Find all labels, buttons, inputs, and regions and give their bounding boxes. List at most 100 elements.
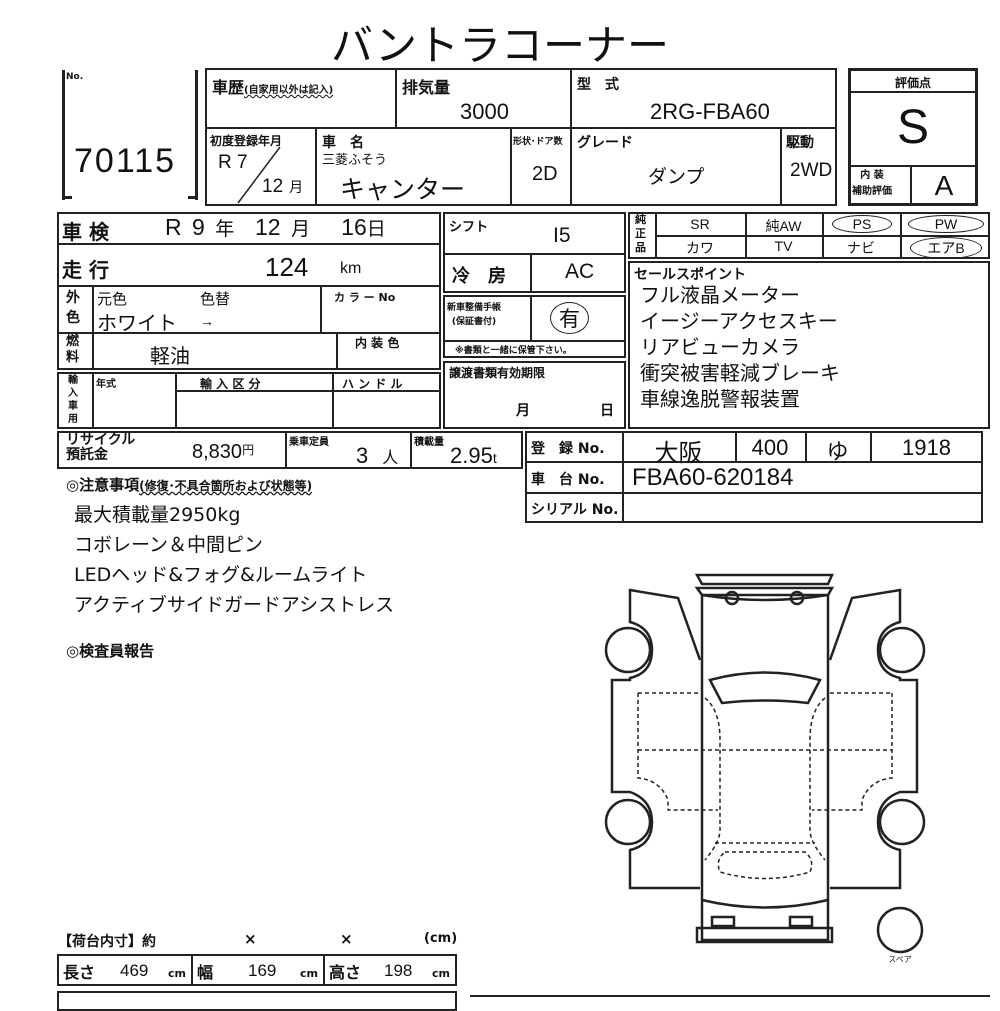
mileage-value: 124: [265, 252, 309, 282]
manual-label: 新車整備手帳 (保証書付): [447, 303, 502, 327]
import-year-label: 年式: [96, 379, 116, 390]
color-side-label: 外 色: [66, 290, 80, 326]
cargo-height-label: 高さ: [329, 963, 362, 982]
handle-label: ハ ン ド ル: [342, 377, 403, 391]
doors-label: 形状･ドア数: [513, 137, 563, 147]
registration-kana: ゆ: [826, 439, 849, 464]
manual-table: [443, 295, 626, 358]
sales-points-list: フル液晶メーター イージーアクセスキー リアビューカメラ 衝突被害軽減ブレーキ …: [640, 282, 840, 412]
cargo-x2: ×: [340, 930, 353, 948]
car-body-outline: [694, 573, 835, 944]
cargo-x1: ×: [244, 930, 257, 948]
sales-point: リアビューカメラ: [640, 335, 800, 359]
transfer-month: 月: [516, 403, 530, 419]
cargo-height-unit: cm: [432, 967, 450, 980]
spare-label: スペア: [888, 955, 911, 964]
vehicle-info-table: [205, 68, 837, 206]
cargo-width-label: 幅: [197, 963, 214, 982]
doors-value: 2D: [532, 163, 558, 185]
rating-label: 評価点: [894, 76, 931, 90]
transfer-label: 譲渡書類有効期限: [449, 366, 546, 380]
inspection-label: 車 検: [62, 220, 109, 244]
spare-tire: [876, 906, 924, 954]
registration-table: [525, 431, 983, 523]
rating-score: S: [896, 101, 929, 154]
displacement-label: 排気量: [402, 78, 451, 97]
displacement-value: 3000: [460, 99, 509, 124]
serial-label: シリアル No.: [531, 502, 619, 518]
color-arrow: →: [200, 313, 214, 329]
equip-airbag-circled: エアB: [910, 237, 982, 259]
note-item: コボレーン＆中間ピン: [74, 534, 264, 556]
sales-point: 衝突被害軽減ブレーキ: [640, 361, 840, 385]
cargo-unit-label: (cm): [424, 931, 458, 946]
recycle-label: リサイクル 預託金: [66, 432, 136, 463]
wheel-rear-right: [878, 798, 926, 846]
manual-note: ※書類と一緒に保管下さい。: [455, 346, 572, 356]
cargo-length-unit: cm: [168, 967, 186, 980]
wheel-front-right: [878, 626, 926, 674]
lot-no-label: No.: [66, 72, 84, 82]
equip-ps-circled: PS: [832, 215, 892, 233]
interior-rating-value: A: [934, 170, 954, 201]
cargo-height: 198: [384, 961, 413, 980]
capacity-label: 乗車定員: [289, 437, 329, 448]
wheel-rear-left: [604, 798, 652, 846]
car-maker: 三菱ふそう: [322, 152, 388, 167]
car-damage-diagram: スペア: [604, 573, 926, 964]
ac-value: AC: [565, 260, 595, 283]
mileage-label: 走 行: [62, 258, 109, 282]
drive-value: 2WD: [790, 160, 833, 181]
cargo-length-label: 長さ: [63, 963, 96, 982]
chassis-label: 車 台 No.: [531, 472, 605, 488]
notes-list: 最大積載量2950kg コボレーン＆中間ピン LEDヘッド&フォグ&ルームライト…: [74, 500, 394, 620]
color-no-label: カ ラ ー No: [334, 291, 396, 304]
inspector-report-label: ◎検査員報告: [66, 642, 155, 660]
load-value: 2.95t: [450, 443, 497, 468]
rating-box: [848, 68, 978, 206]
load-label: 積載量: [414, 437, 444, 448]
note-item: アクティブサイドガードアシストレス: [74, 594, 395, 616]
shift-ac-table: [443, 212, 626, 293]
grade-label: グレード: [577, 135, 633, 151]
lot-number: 70115: [74, 142, 177, 180]
note-item: LEDヘッド&フォグ&ルームライト: [74, 564, 368, 586]
sales-points-label: セールスポイント: [634, 267, 746, 283]
import-type-label: 輸 入 区 分: [200, 377, 261, 391]
wheel-front-left: [604, 626, 652, 674]
interior-color-label: 内 装 色: [355, 336, 400, 350]
model-code-value: 2RG-FBA60: [650, 99, 770, 124]
inspection-table: [57, 212, 441, 370]
shift-value: I5: [553, 224, 571, 247]
page-title: バントラコーナー: [330, 21, 670, 70]
recycle-table: [57, 431, 523, 469]
transfer-day: 日: [600, 403, 614, 419]
manual-value: 有: [550, 302, 589, 334]
equip-alloy-wheel: 純AW: [765, 218, 802, 234]
registration-label: 登 録 No.: [531, 441, 605, 457]
model-code-label: 型 式: [577, 77, 619, 93]
drive-label: 駆動: [786, 135, 814, 151]
color-value: ホワイト: [97, 313, 177, 335]
recycle-value: 8,830円: [192, 441, 255, 463]
right-door-panel: [828, 588, 919, 890]
cut-off-box: [57, 991, 457, 1011]
sales-point: 車線逸脱警報装置: [640, 387, 800, 411]
fuel-side-label: 燃 料: [66, 334, 80, 365]
original-color-label: 元色: [97, 291, 128, 308]
registration-area: 大阪: [654, 440, 703, 467]
sales-point: フル液晶メーター: [640, 283, 800, 307]
registration-number: 1918: [902, 435, 951, 460]
cabin-dashed-outline: [637, 692, 893, 880]
first-reg-year: R 7: [218, 152, 248, 173]
import-table: [57, 372, 441, 429]
chassis-value: FBA60-620184: [632, 464, 794, 491]
equip-tv: TV: [774, 238, 793, 254]
import-side-label: 輸 入 車 用: [68, 375, 78, 425]
cargo-width-unit: cm: [300, 967, 318, 980]
sales-points-box: [628, 261, 990, 429]
lot-bracket: [62, 70, 198, 200]
equip-leather: カワ: [686, 240, 714, 256]
ac-label: 冷 房: [452, 266, 506, 287]
